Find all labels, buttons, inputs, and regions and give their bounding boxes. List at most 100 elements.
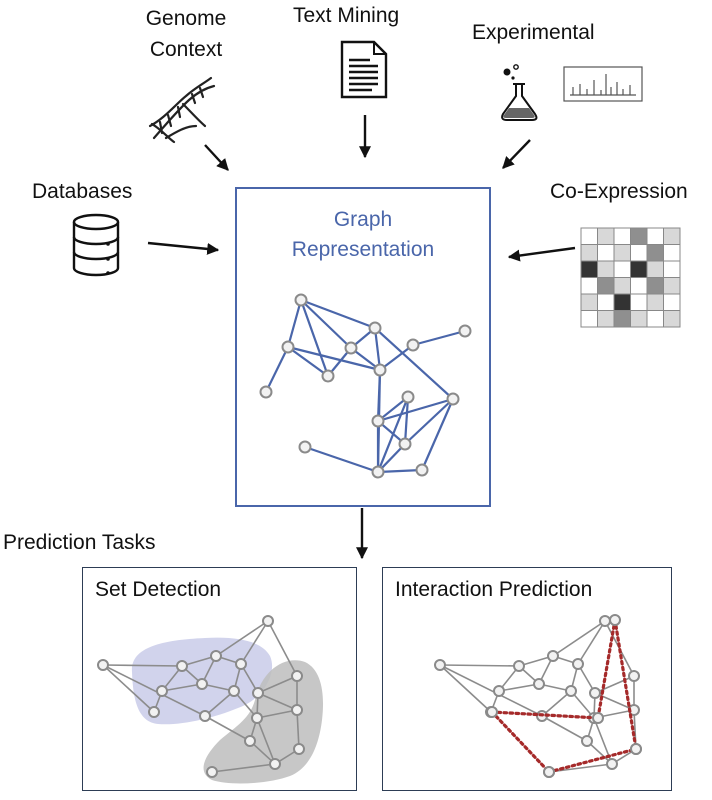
graph-edge [439, 664, 543, 717]
graph-edge [577, 620, 606, 665]
set-detection-graph [97, 615, 305, 778]
graph-node [406, 338, 420, 352]
graph-edge [299, 299, 330, 377]
graph-node [599, 615, 611, 627]
heatmap-cell [580, 227, 598, 245]
graph-node [228, 685, 240, 697]
text-mining-label: Text Mining [293, 4, 400, 27]
graph-edge [552, 620, 606, 657]
graph-node [592, 712, 604, 724]
graph-edge [287, 345, 381, 372]
heatmap-cell [580, 310, 598, 328]
graph-node [493, 685, 505, 697]
graph-edge [161, 683, 203, 692]
databases-label: Databases [32, 180, 133, 203]
graph-edge [377, 468, 423, 474]
graph-node [97, 659, 109, 671]
graph-edge [257, 692, 298, 711]
arrow-databases [147, 241, 220, 255]
graph-edge [633, 709, 637, 750]
heatmap-cell [663, 277, 681, 295]
graph-node [434, 659, 446, 671]
predicted-edge [490, 710, 551, 774]
main-graph [259, 293, 472, 479]
input-arrows [147, 115, 576, 560]
graph-node [398, 437, 412, 451]
graph-node [281, 340, 295, 354]
graph-edge [211, 763, 276, 773]
heatmap-cell [597, 277, 615, 295]
graph-edge [296, 709, 300, 750]
heatmap-cell [663, 293, 681, 311]
graph-edge [300, 298, 376, 330]
graph-node [293, 743, 305, 755]
graph-edge [498, 683, 540, 692]
heatmap-cell [613, 310, 631, 328]
graph-node [199, 710, 211, 722]
heatmap-cell [613, 277, 631, 295]
graph-node [401, 390, 415, 404]
graph-node [543, 766, 555, 778]
graph-edge [102, 664, 183, 667]
heatmap-cell [630, 244, 648, 262]
heatmap-cell [597, 310, 615, 328]
graph-node [547, 650, 559, 662]
graph-node [251, 712, 263, 724]
experimental-label: Experimental [472, 21, 595, 44]
graph-edge [594, 675, 635, 694]
graph-node [446, 392, 460, 406]
graph-node [581, 735, 593, 747]
graph-edge [102, 664, 155, 713]
heatmap-cell [646, 244, 664, 262]
graph-node [373, 363, 387, 377]
genome-context-label: Genome Context [145, 7, 227, 62]
document-icon [340, 40, 388, 99]
predicted-edge [596, 618, 617, 720]
graph-node [176, 660, 188, 672]
predicted-edge [613, 618, 638, 751]
graph-node [321, 369, 335, 383]
graph-edge [541, 690, 572, 717]
graph-edge [373, 327, 382, 371]
heatmap-cell [597, 260, 615, 278]
graph-edge [404, 398, 454, 445]
graph-edge [548, 763, 613, 773]
graph-node [206, 766, 218, 778]
graph-title-line2: Representation [291, 238, 435, 262]
graph-edge [439, 664, 520, 667]
graph-node [486, 706, 498, 718]
heatmap-cell [613, 293, 631, 311]
graph-edge [286, 299, 303, 348]
heatmap-cell [646, 260, 664, 278]
set-detection-panel: Set Detection [82, 567, 357, 791]
graph-node [235, 658, 247, 670]
prediction-tasks-heading: Prediction Tasks [3, 531, 156, 554]
flask-icon [501, 64, 538, 121]
graph-representation-box: Graph Representation [235, 187, 491, 507]
heatmap-cell [663, 260, 681, 278]
graph-node [156, 685, 168, 697]
heatmap-cell [580, 260, 598, 278]
interaction-prediction-title: Interaction Prediction [395, 578, 593, 601]
graph-node [210, 650, 222, 662]
graph-node [298, 440, 312, 454]
graph-edge [240, 620, 269, 665]
dna-helix-icon [148, 76, 216, 144]
graph-edge [304, 445, 379, 474]
graph-node [565, 685, 577, 697]
heatmap-cell [646, 310, 664, 328]
heatmap-cell [597, 244, 615, 262]
graph-node [606, 758, 618, 770]
graph-node [291, 704, 303, 716]
spectrum-chart-icon [563, 66, 643, 102]
graph-node [344, 341, 358, 355]
graph-node [294, 293, 308, 307]
graph-node [252, 687, 264, 699]
graph-edge [379, 344, 414, 371]
graph-node [262, 615, 274, 627]
heatmap-cell [580, 293, 598, 311]
graph-node [368, 321, 382, 335]
graph-edge [412, 329, 466, 347]
